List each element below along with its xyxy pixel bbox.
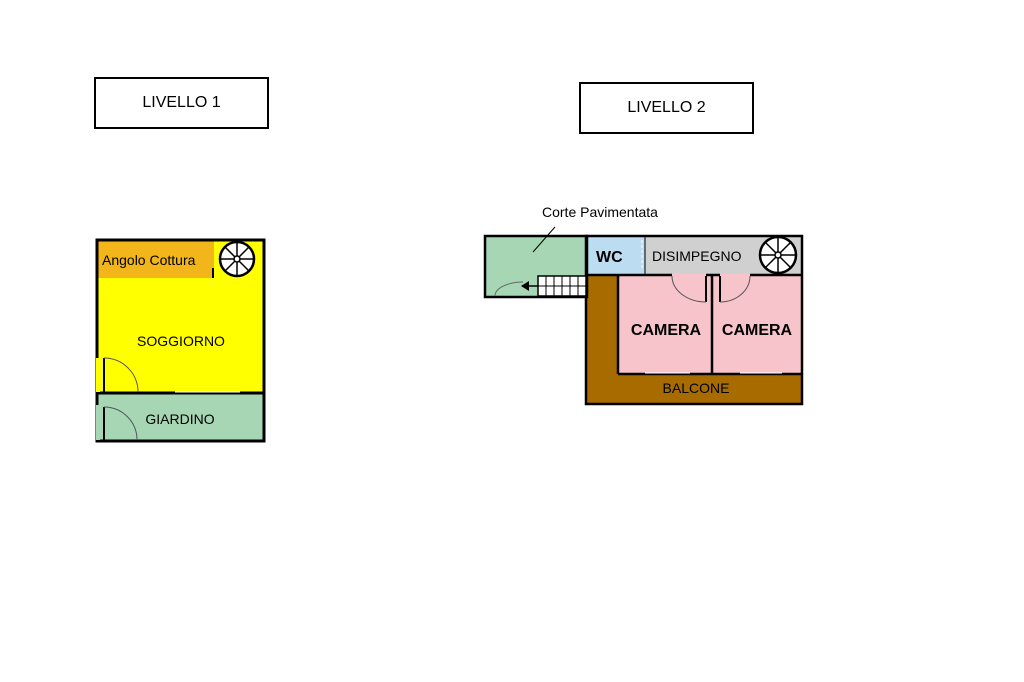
spiral-staircase-icon xyxy=(218,240,256,278)
room-giardino xyxy=(98,393,263,440)
label-corte-pavimentata: Corte Pavimentata xyxy=(542,204,658,220)
label-giardino: GIARDINO xyxy=(145,411,214,427)
level-2-title: LIVELLO 2 xyxy=(579,82,754,134)
spiral-staircase-icon xyxy=(758,235,798,275)
room-wc xyxy=(587,237,645,274)
label-camera-right: CAMERA xyxy=(722,322,793,339)
level-2-outer-wall xyxy=(584,234,804,406)
door-swing-icon xyxy=(719,275,751,303)
label-soggiorno: SOGGIORNO xyxy=(137,333,225,349)
door-swing-icon xyxy=(103,406,138,441)
room-camera-right xyxy=(713,276,801,373)
label-angolo-cottura: Angolo Cottura xyxy=(102,252,196,268)
level-1-title-text: LIVELLO 1 xyxy=(142,94,221,111)
room-camera-left xyxy=(619,276,711,373)
level-2-plan: Corte Pavimentata WC DISIMPEGNO CAMERA C… xyxy=(483,204,804,406)
level-1-title: LIVELLO 1 xyxy=(94,77,269,129)
level-2-title-text: LIVELLO 2 xyxy=(627,99,706,116)
room-angolo-cottura xyxy=(98,241,214,278)
level-1-plan: Angolo Cottura SOGGIORNO GIARDINO xyxy=(95,238,266,443)
label-disimpegno: DISIMPEGNO xyxy=(652,248,742,264)
staircase-steps-icon xyxy=(537,275,587,297)
door-swing-icon xyxy=(671,275,707,303)
level-1-outer-wall xyxy=(95,238,266,443)
corte-leader-line xyxy=(532,226,556,253)
label-camera-left: CAMERA xyxy=(631,322,702,339)
direction-arrow-icon xyxy=(494,281,538,297)
label-balcone: BALCONE xyxy=(663,380,730,396)
door-swing-icon xyxy=(103,357,139,393)
label-wc: WC xyxy=(596,249,623,266)
